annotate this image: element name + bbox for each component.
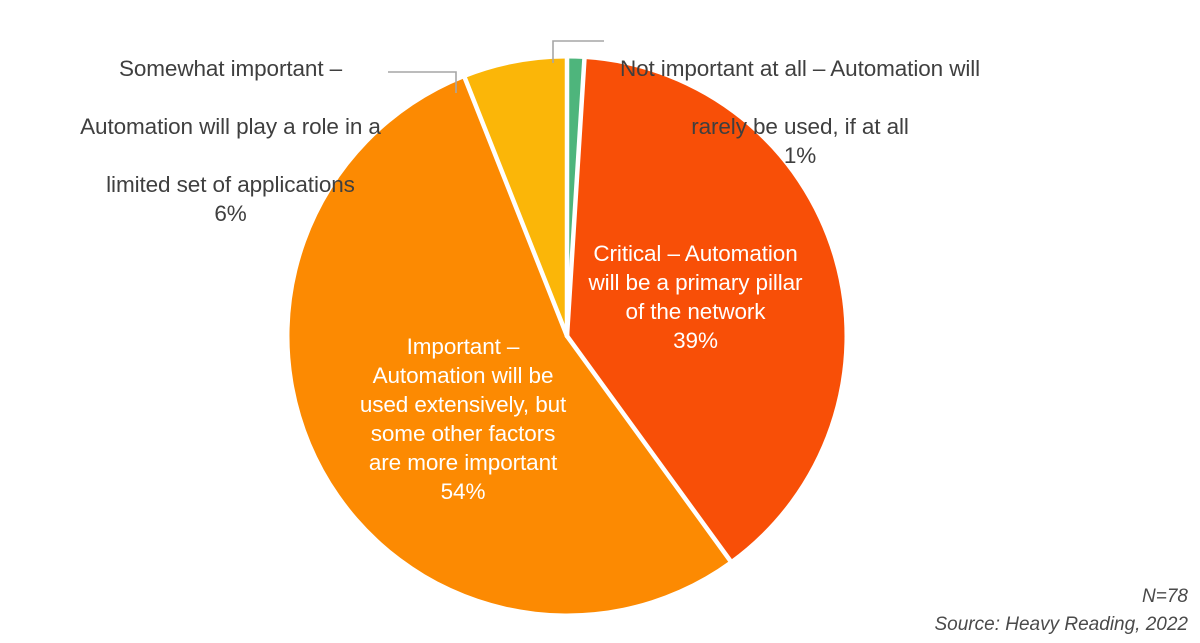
pie-slice-separators xyxy=(462,56,733,563)
pie-label-somewhat-percent: 6% xyxy=(214,201,247,226)
pie-label-critical-line2: will be a primary pillar xyxy=(588,270,803,295)
pie-label-critical-line3: of the network xyxy=(625,299,766,324)
leader-line-somewhat xyxy=(388,71,457,93)
pie-label-important-line4: some other factors xyxy=(370,421,556,446)
pie-label-somewhat-important: Somewhat important – Automation will pla… xyxy=(58,25,403,257)
pie-label-somewhat-line3: limited set of applications xyxy=(106,172,355,197)
pie-slice-important[interactable] xyxy=(289,77,731,614)
pie-label-important-line2: Automation will be xyxy=(372,363,554,388)
pie-label-not-important-percent: 1% xyxy=(783,143,817,168)
pie-label-not-important-at-all: Not important at all – Automation will r… xyxy=(600,25,1000,199)
pie-label-critical: Critical – Automation will be a primary … xyxy=(573,239,818,355)
pie-label-not-important-line2: rarely be used, if at all xyxy=(691,114,909,139)
pie-label-critical-percent: 39% xyxy=(673,328,718,353)
pie-label-somewhat-line1: Somewhat important – xyxy=(118,56,343,81)
pie-slice-separator xyxy=(564,333,733,563)
pie-label-important-line5: are more important xyxy=(368,450,558,475)
leader-line-not-important xyxy=(552,40,604,63)
chart-footnote: N=78 Source: Heavy Reading, 2022 xyxy=(935,583,1189,639)
footnote-source: Source: Heavy Reading, 2022 xyxy=(934,614,1189,635)
pie-label-important: Important – Automation will be used exte… xyxy=(348,332,578,506)
pie-label-important-line3: used extensively, but xyxy=(359,392,567,417)
pie-label-somewhat-line2: Automation will play a role in a xyxy=(80,114,381,139)
pie-slice-separator xyxy=(462,75,570,339)
footnote-sample-size: N=78 xyxy=(1142,586,1188,607)
pie-label-important-line1: Important – xyxy=(406,334,520,359)
pie-label-important-percent: 54% xyxy=(440,479,486,504)
pie-slice-separator xyxy=(564,56,587,339)
pie-label-not-important-line1: Not important at all – Automation will xyxy=(619,56,981,81)
pie-label-critical-line1: Critical – Automation xyxy=(593,241,798,266)
pie-slice-critical[interactable] xyxy=(567,59,845,561)
